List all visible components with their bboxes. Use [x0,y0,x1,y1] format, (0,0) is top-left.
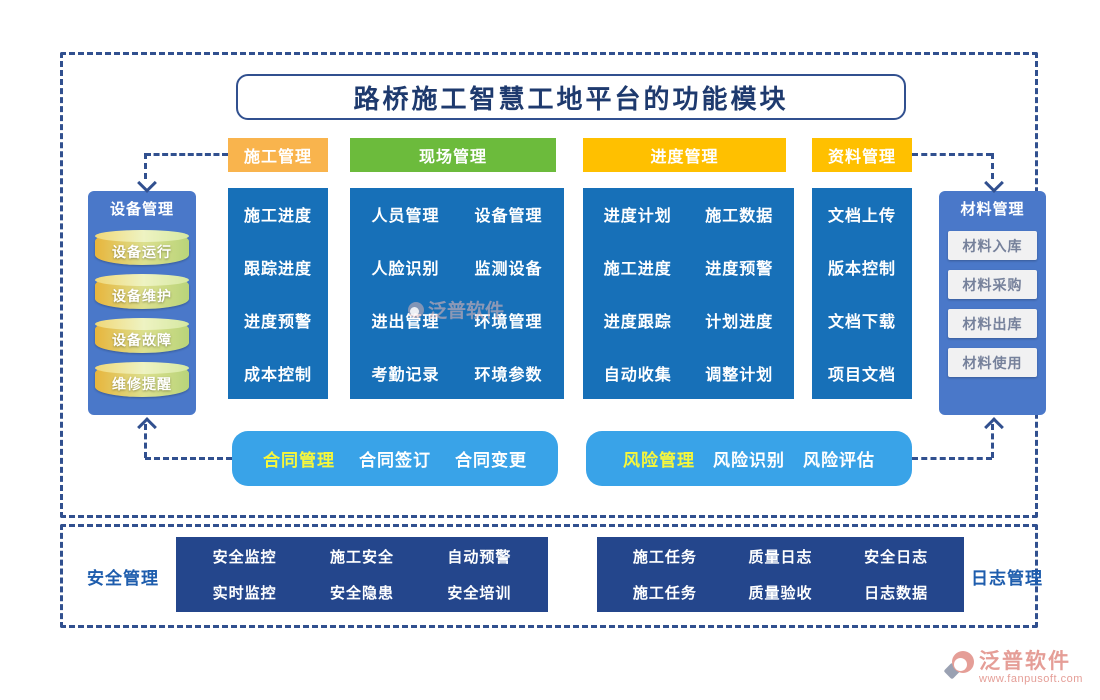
equipment-cylinder: 维修提醒 [95,362,189,397]
module-item: 计划进度 [705,313,774,331]
contract-item: 合同变更 [455,451,527,470]
header-construction-management: 施工管理 [228,138,328,172]
module-item: 监测设备 [474,261,543,279]
contract-box-title: 合同管理 [263,451,335,470]
safety-item: 实时监控 [212,584,277,602]
module-item: 环境管理 [474,313,543,331]
log-item: 施工任务 [632,584,697,602]
construction-management-items: 施工进度 跟踪进度 进度预警 成本控制 [228,188,328,399]
brand-url: www.fanpusoft.com [979,673,1083,686]
safety-item: 安全隐患 [329,584,394,602]
header-label: 现场管理 [418,149,487,166]
equipment-cylinder: 设备运行 [95,230,189,265]
module-item: 进度计划 [603,208,672,226]
module-item: 设备管理 [474,208,543,226]
material-item: 材料入库 [948,231,1037,260]
diagram-title: 路桥施工智慧工地平台的功能模块 [236,74,906,120]
brand-name: 泛普软件 [979,650,1071,673]
material-management-panel: 材料管理 材料入库 材料采购 材料出库 材料使用 [939,191,1046,415]
fanpu-logo-icon [943,650,974,680]
safety-item: 自动预警 [447,549,512,567]
module-item: 文档上传 [827,208,896,226]
watermark-text: 泛普软件 [428,301,505,322]
diagram-title-text: 路桥施工智慧工地平台的功能模块 [353,83,789,114]
log-item: 质量验收 [748,584,813,602]
header-progress-management: 进度管理 [583,138,786,172]
module-item: 进度预警 [243,313,312,331]
module-item: 项目文档 [827,366,896,384]
risk-item: 风险评估 [803,451,875,470]
log-item: 日志数据 [864,584,929,602]
module-item: 人员管理 [371,208,440,226]
module-item: 调整计划 [705,366,774,384]
connector-line [912,457,992,460]
module-item: 进出管理 [371,313,440,331]
site-management-items: 人员管理 设备管理 人脸识别 监测设备 进出管理 环境管理 考勤记录 环境参数 [350,188,564,399]
risk-management-box: 风险管理 风险识别 风险评估 [586,431,912,486]
module-item: 环境参数 [474,366,543,384]
equipment-panel-title: 设备管理 [109,200,174,218]
equipment-cylinder: 设备维护 [95,274,189,309]
log-item: 质量日志 [748,549,813,567]
safety-item: 施工安全 [329,549,394,567]
module-item: 施工进度 [603,261,672,279]
header-site-management: 现场管理 [350,138,556,172]
progress-management-items: 进度计划 施工数据 施工进度 进度预警 进度跟踪 计划进度 自动收集 调整计划 [583,188,794,399]
log-management-items: 施工任务 质量日志 安全日志 施工任务 质量验收 日志数据 [597,537,964,612]
log-management-label: 日志管理 [971,569,1043,588]
material-panel-title: 材料管理 [960,200,1025,218]
module-item: 施工进度 [243,208,312,226]
safety-item: 安全培训 [447,584,512,602]
cylinder-label: 设备运行 [112,244,172,260]
material-item: 材料采购 [948,270,1037,299]
module-item: 进度跟踪 [603,313,672,331]
equipment-management-panel: 设备管理 设备运行 设备维护 设备故障 维修提醒 [88,191,196,415]
bottom-section-frame [60,524,1038,628]
watermark: 泛普软件 [408,296,504,323]
module-item: 版本控制 [827,261,896,279]
module-item: 自动收集 [603,366,672,384]
cylinder-label: 设备维护 [112,288,172,304]
connector-line [991,424,994,458]
safety-management-items: 安全监控 施工安全 自动预警 实时监控 安全隐患 安全培训 [176,537,548,612]
module-item: 施工数据 [705,208,774,226]
module-item: 进度预警 [705,261,774,279]
safety-item: 安全监控 [212,549,277,567]
risk-item: 风险识别 [713,451,785,470]
connector-line [145,457,232,460]
module-item: 考勤记录 [371,366,440,384]
log-item: 施工任务 [632,549,697,567]
header-label: 施工管理 [243,149,312,166]
safety-management-label: 安全管理 [87,569,159,588]
material-item: 材料出库 [948,309,1037,338]
connector-line [991,153,994,179]
connector-line [144,153,147,179]
watermark-logo-icon [408,301,424,318]
material-item: 材料使用 [948,348,1037,377]
header-label: 进度管理 [650,149,719,166]
connector-line [145,153,228,156]
cylinder-label: 设备故障 [112,332,172,348]
document-management-items: 文档上传 版本控制 文档下载 项目文档 [812,188,912,399]
risk-box-title: 风险管理 [623,451,695,470]
log-item: 安全日志 [864,549,929,567]
module-item: 人脸识别 [371,261,440,279]
module-item: 跟踪进度 [243,261,312,279]
cylinder-label: 维修提醒 [112,376,172,392]
equipment-cylinder: 设备故障 [95,318,189,353]
connector-line [912,153,992,156]
footer-brand: 泛普软件 www.fanpusoft.com [943,650,1083,686]
contract-item: 合同签订 [359,451,431,470]
contract-management-box: 合同管理 合同签订 合同变更 [232,431,558,486]
module-item: 成本控制 [243,366,312,384]
header-document-management: 资料管理 [812,138,912,172]
header-label: 资料管理 [827,149,896,166]
module-item: 文档下载 [827,313,896,331]
connector-line [144,424,147,458]
